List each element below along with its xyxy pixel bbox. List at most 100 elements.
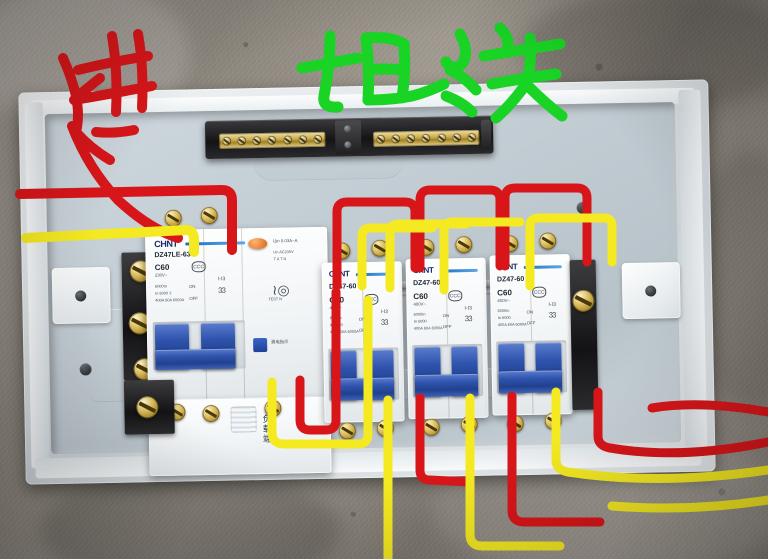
breaker-seam — [202, 229, 208, 400]
leakage-indicator-label: 漏电指示 — [271, 339, 289, 346]
model-label: DZ47LE-63 — [154, 251, 191, 260]
spec-line-2: In 6000 — [413, 319, 427, 324]
bus-screw[interactable] — [267, 135, 277, 145]
branch-breaker-3[interactable]: CHNT DZ47-60 C60 400V~ 6000In In 6000 40… — [489, 254, 573, 416]
model-label: DZ47-60 — [496, 275, 525, 284]
brand-underline — [523, 265, 562, 269]
branch-right-end-clamp — [569, 259, 599, 411]
breaker-toggle-bridge[interactable] — [498, 370, 563, 394]
spec-line-3: 400A 60A 6000A — [413, 325, 443, 331]
spec-line-2: In 6000 — [329, 322, 343, 328]
brand-underline — [185, 241, 246, 246]
breaker-seam — [240, 228, 246, 399]
lower-vent-slots — [230, 406, 257, 433]
on-label: ON — [442, 313, 450, 319]
on-label: ON — [526, 309, 534, 316]
voltage-label: 230V~ — [154, 272, 168, 279]
spec-line-3: 400A 60A 6000A — [497, 322, 527, 327]
bus-screw[interactable] — [406, 134, 416, 144]
certification-icon: CCC — [532, 286, 547, 298]
spec-line-3: 400A 60A 6000A — [155, 297, 185, 303]
certification-icon: CCC — [364, 293, 379, 306]
curve-marking: I-I3 — [548, 302, 556, 308]
off-label: OFF — [442, 324, 452, 330]
curve-marking-2: 33 — [548, 310, 556, 320]
certification-icon: CCC — [191, 261, 206, 273]
rating-label: C60 — [413, 291, 429, 302]
main-rcbo[interactable]: CHNT DZ47LE-63 C60 230V~ 6000In In 6000 … — [144, 226, 331, 401]
voltage-label: 400V~ — [413, 302, 427, 308]
brand-label: CHNT — [412, 265, 434, 276]
mounting-hole — [75, 290, 87, 302]
spec-line-1: 6000In — [497, 308, 510, 313]
branch-breaker-2[interactable]: CHNT DZ47-60 C60 400V~ 6000In In 6000 40… — [405, 257, 489, 420]
on-label: ON — [358, 317, 366, 323]
on-label: ON — [189, 284, 196, 290]
rcd-rating-label: IΔn 0.03A~A — [273, 238, 298, 245]
curve-marking-2: 33 — [218, 285, 226, 295]
rating-label: C60 — [497, 288, 513, 298]
spec-line-2: In 6000 3 — [155, 290, 172, 296]
leakage-indicator — [253, 337, 268, 353]
rating-label: C60 — [329, 295, 345, 305]
off-label: OFF — [358, 328, 368, 334]
curve-marking: I-I3 — [380, 309, 389, 315]
bus-screw[interactable] — [376, 134, 386, 144]
rating-label: C60 — [154, 262, 170, 273]
voltage-label: 400V~ — [497, 298, 511, 304]
spec-line-1: 6000In — [329, 315, 342, 321]
bus-screw[interactable] — [282, 135, 292, 145]
mounting-hole — [645, 285, 657, 297]
mounting-tab-left — [51, 266, 111, 325]
rcd-line-2: Un AC230V — [273, 249, 294, 255]
bus-screw[interactable] — [436, 133, 446, 143]
breaker-toggle-bridge[interactable] — [414, 373, 479, 398]
bus-screw[interactable] — [237, 136, 247, 146]
off-label: OFF — [189, 296, 198, 302]
curve-marking-2: 33 — [464, 314, 472, 323]
bus-screw[interactable] — [313, 134, 323, 145]
rcd-line-3: T A T N — [273, 256, 287, 262]
spec-line-1: 6000In — [413, 312, 426, 317]
busbar-end-cap — [480, 119, 492, 150]
neutral-bus[interactable] — [219, 131, 326, 149]
brand-underline — [355, 272, 394, 277]
rcd-schematic-sub: TEST N — [268, 296, 283, 302]
curve-marking: I-I3 — [217, 276, 226, 283]
earth-bus[interactable] — [373, 129, 480, 147]
bus-screw[interactable] — [252, 135, 262, 146]
bus-screw[interactable] — [297, 135, 308, 145]
busbar-housing — [204, 115, 494, 160]
load-side-label: 负载端 — [261, 413, 273, 445]
breaker-toggle-bridge[interactable] — [155, 348, 236, 371]
brand-label: CHNT — [496, 262, 518, 272]
curve-marking: I-I3 — [464, 305, 473, 312]
curve-marking-2: 33 — [380, 317, 388, 327]
spec-line-1: 6000In — [155, 283, 167, 289]
branch-breaker-1[interactable]: CHNT DZ47-60 C60 400V~ 6000In In 6000 40… — [321, 261, 405, 423]
bus-screw[interactable] — [391, 134, 401, 144]
distribution-box: CHNT DZ47LE-63 C60 230V~ 6000In In 6000 … — [18, 79, 716, 485]
bus-screw[interactable] — [222, 136, 232, 146]
annotation-text-incoming: 进 — [58, 40, 59, 41]
model-label: DZ47-60 — [412, 279, 441, 288]
brand-label: CHNT — [328, 269, 350, 279]
off-label: OFF — [526, 320, 536, 327]
bus-screw[interactable] — [421, 133, 431, 143]
brand-label: CHNT — [154, 238, 178, 250]
brand-underline — [439, 268, 478, 273]
knockout-hole — [576, 201, 589, 214]
spec-line-3: 400A 60A 6000A — [329, 329, 359, 335]
bus-screw[interactable] — [451, 133, 462, 143]
model-label: DZ47-60 — [329, 283, 357, 291]
certification-icon: CCC — [448, 290, 463, 302]
breaker-toggle-bridge[interactable] — [330, 377, 395, 401]
annotation-text-ground: 地线 — [300, 28, 302, 29]
spec-line-2: In 6000 — [497, 315, 511, 320]
voltage-label: 400V~ — [329, 305, 343, 312]
mounting-tab-right — [621, 261, 681, 320]
ground-blotch — [40, 470, 340, 559]
bus-screw[interactable] — [467, 132, 477, 143]
test-button[interactable] — [248, 237, 268, 250]
